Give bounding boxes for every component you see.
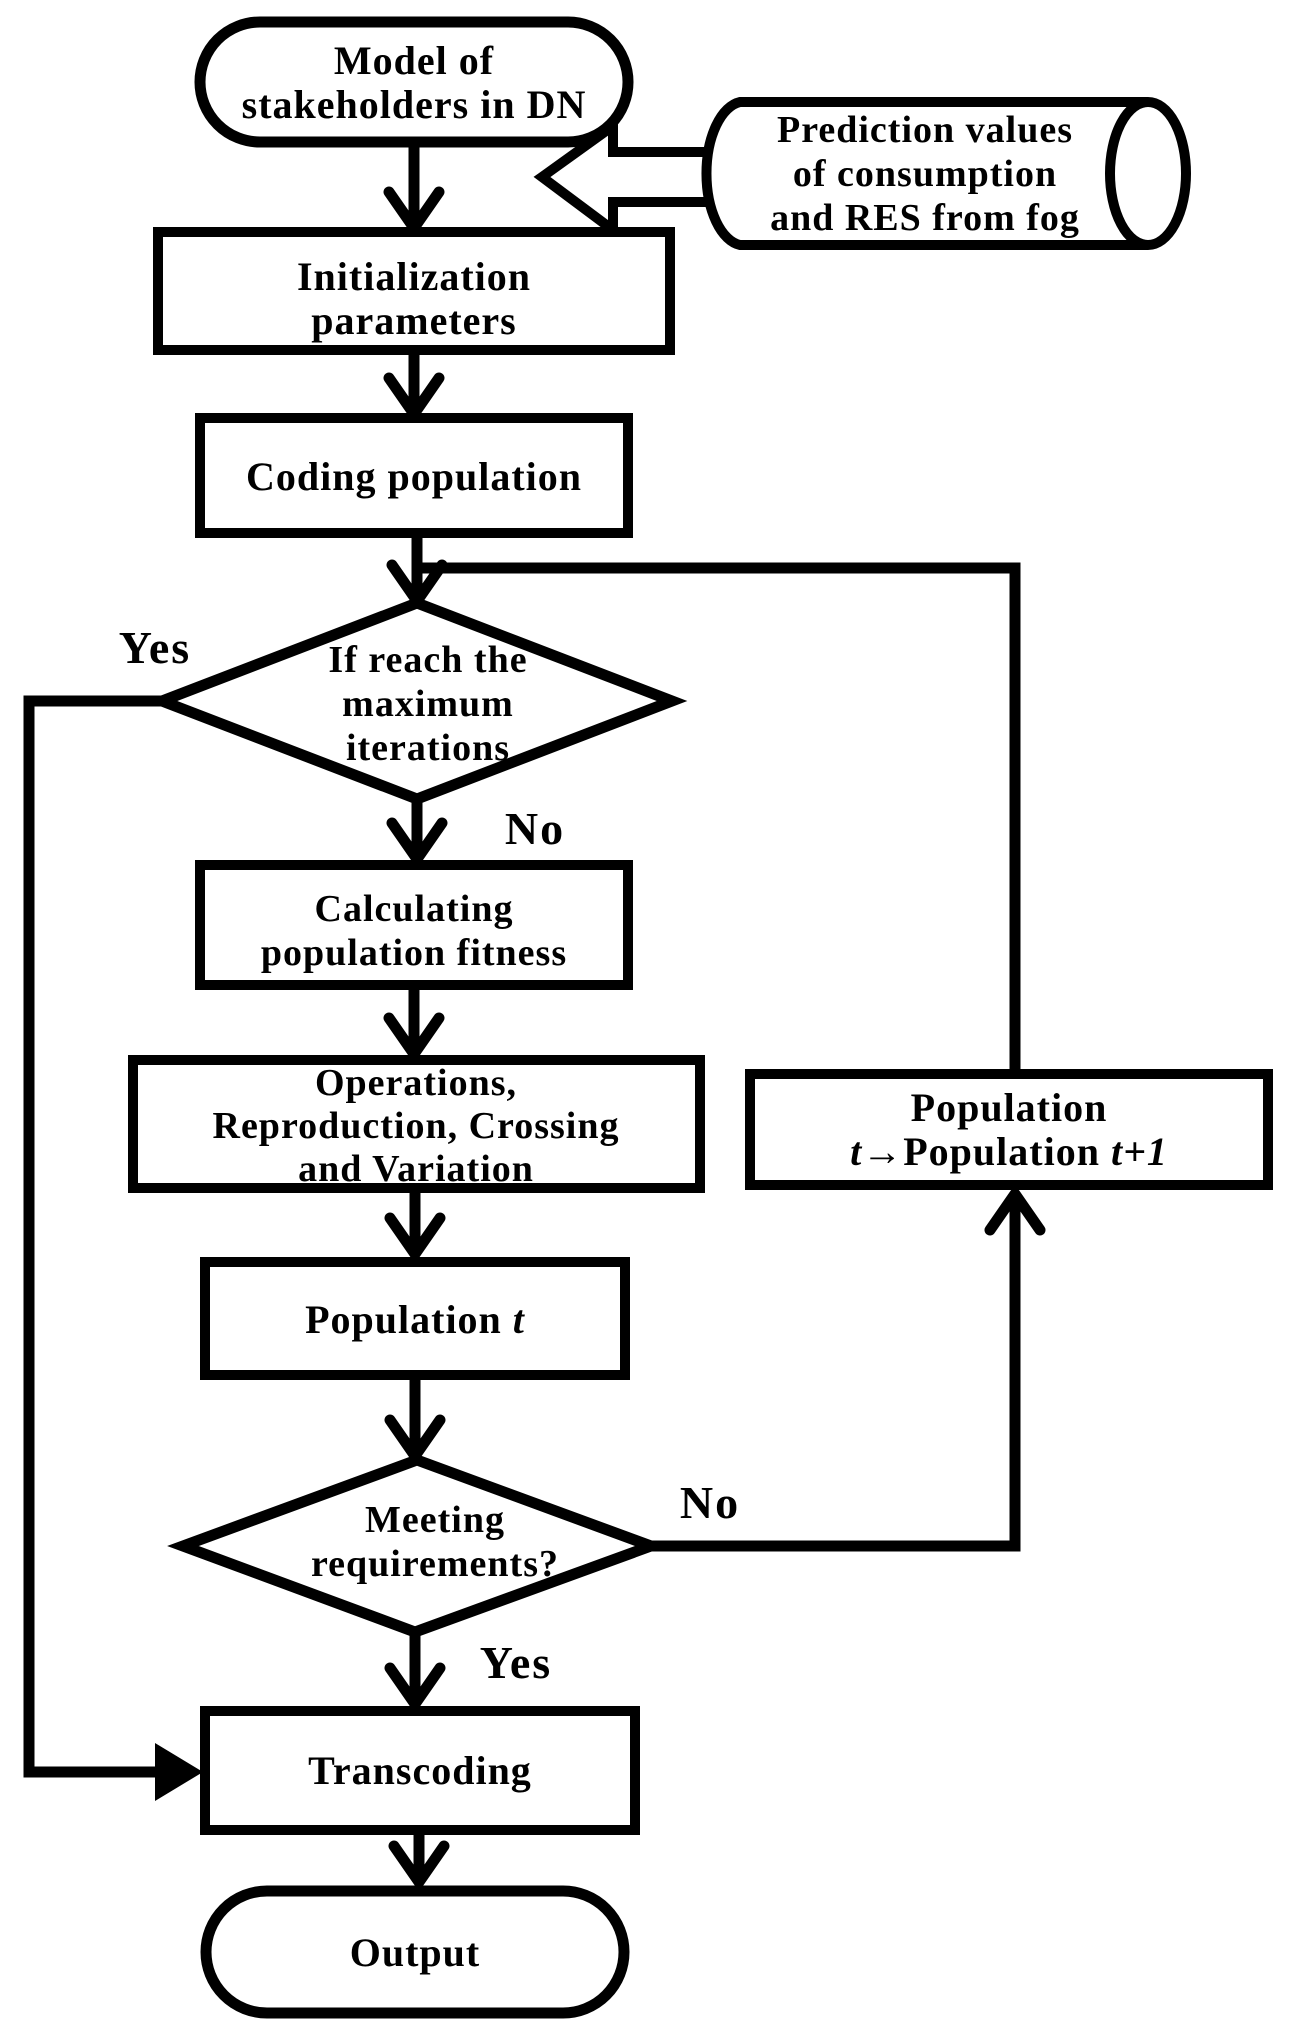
process-operations: Operations, Reproduction, Crossing and V…: [128, 1055, 705, 1193]
terminator-model: Model of stakeholders in DN: [194, 16, 634, 148]
arrowhead-down-icon: [386, 817, 448, 865]
process-fitness-line1: Calculating: [315, 888, 514, 930]
connector-decision1-no-to-fitness: [386, 799, 448, 865]
arrowhead-down-icon: [384, 1212, 446, 1260]
arrowhead-up-icon: [984, 1188, 1046, 1236]
connector-operations-to-populationt: [384, 1188, 446, 1260]
decision-meeting-line1: Meeting: [365, 1499, 505, 1541]
decision-max-iterations-line2: maximum: [342, 683, 514, 725]
process-operations-line2: Reproduction, Crossing: [213, 1105, 620, 1147]
decision-max-iterations-line1: If reach the: [328, 639, 527, 681]
stored-data-prediction: Prediction values of consumption and RES…: [701, 97, 1191, 250]
connector-decision2-yes-to-transcoding: [384, 1632, 446, 1710]
connector-fitness-to-operations: [383, 985, 445, 1060]
connector-transcoding-to-output: [388, 1830, 450, 1888]
process-initialization-line1: Initialization: [297, 254, 531, 299]
decision-meeting-requirements: Meeting requirements?: [167, 1454, 668, 1638]
process-initialization-line2: parameters: [311, 298, 516, 343]
terminator-output-label: Output: [350, 1930, 481, 1975]
connector-populationt-to-decision2: [384, 1375, 446, 1462]
process-operations-line1: Operations,: [315, 1062, 517, 1104]
decision-max-iterations-line3: iterations: [346, 727, 510, 769]
process-fitness: Calculating population fitness: [195, 860, 633, 990]
decision-meeting-line2: requirements?: [311, 1543, 559, 1585]
process-transcoding-label: Transcoding: [308, 1748, 532, 1793]
process-coding-population: Coding population: [195, 413, 633, 538]
stored-data-line2: of consumption: [793, 153, 1057, 195]
stored-data-line3: and RES from fog: [770, 197, 1080, 239]
branch-label-no-iterations: No: [505, 803, 565, 854]
stored-data-line1: Prediction values: [777, 109, 1073, 151]
arrowhead-right-icon: [155, 1743, 203, 1801]
terminator-model-line1: Model of: [334, 38, 494, 83]
connector-init-to-coding: [383, 350, 445, 420]
process-transcoding: Transcoding: [200, 1706, 640, 1835]
branch-label-yes-iterations: Yes: [119, 622, 191, 673]
branch-label-yes-meeting: Yes: [480, 1637, 552, 1688]
connector-decision2-no-to-increment: [651, 1188, 1046, 1552]
connector-decision1-yes-to-transcoding: [23, 695, 203, 1801]
process-population-increment-line1: Population: [911, 1085, 1108, 1130]
process-initialization: Initialization parameters: [153, 227, 675, 355]
arrowhead-down-icon: [384, 1662, 446, 1710]
process-operations-line3: and Variation: [298, 1148, 534, 1190]
arrowhead-down-icon: [388, 1840, 450, 1888]
process-fitness-line2: population fitness: [261, 932, 567, 974]
connector-model-to-init: [383, 142, 445, 234]
connector-feedback-loop-top: [417, 562, 1021, 1074]
process-coding-label: Coding population: [246, 454, 582, 499]
terminator-output: Output: [200, 1885, 630, 2019]
decision-max-iterations: If reach the maximum iterations: [146, 597, 688, 805]
branch-label-no-meeting: No: [680, 1477, 740, 1528]
terminator-model-line2: stakeholders in DN: [242, 82, 587, 127]
arrowhead-down-icon: [383, 1012, 445, 1060]
